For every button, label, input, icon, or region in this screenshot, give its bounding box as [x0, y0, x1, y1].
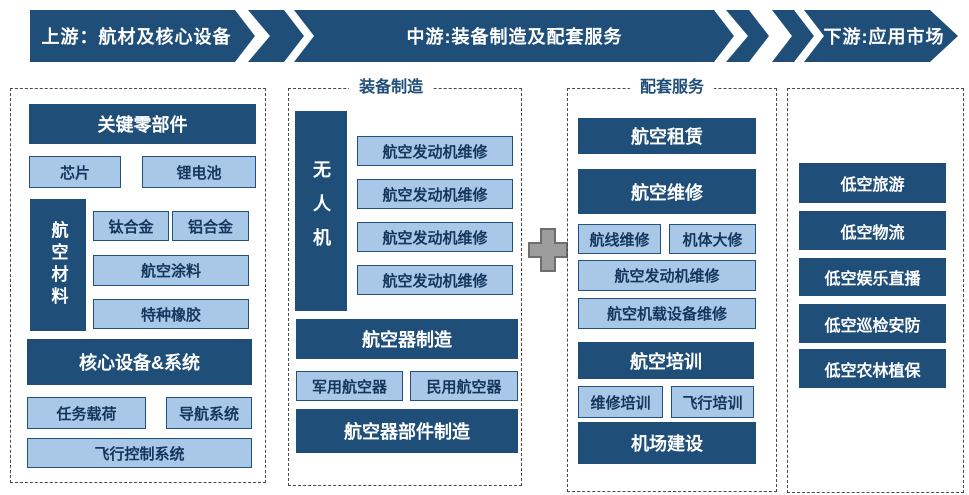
header-midstream-label: 中游:装备制造及配套服务 — [406, 27, 623, 47]
engine-maintenance-box: 航空发动机维修 — [357, 222, 513, 252]
uav-header: 无人机 — [295, 111, 347, 311]
header-downstream-label: 下游:应用市场 — [823, 27, 945, 47]
coating-box: 航空涂料 — [93, 255, 249, 286]
manufacturing-panel-label: 装备制造 — [349, 77, 434, 99]
airborne-equipment-maintenance-box: 航空机载设备维修 — [578, 298, 756, 329]
downstream-panel: 低空旅游 低空物流 低空娱乐直播 低空巡检安防 低空农林植保 — [787, 88, 964, 493]
battery-box: 锂电池 — [142, 156, 256, 188]
rubber-box: 特种橡胶 — [93, 299, 249, 329]
low-altitude-logistics-box: 低空物流 — [799, 211, 946, 250]
payload-box: 任务载荷 — [27, 397, 146, 429]
header-upstream-label: 上游：航材及核心设备 — [41, 27, 232, 47]
upstream-panel: 关键零部件 芯片 锂电池 航空材料 钛合金 铝合金 航空涂料 特种橡胶 核心设备… — [10, 88, 266, 483]
engine-maintenance-box: 航空发动机维修 — [357, 136, 513, 166]
key-parts-header: 关键零部件 — [29, 104, 256, 144]
low-altitude-agriculture-box: 低空农林植保 — [799, 349, 946, 388]
line-maintenance-box: 航线维修 — [578, 224, 661, 254]
header-segment-midstream: 中游:装备制造及配套服务 — [262, 10, 782, 62]
chevron-banner-shape — [262, 10, 769, 62]
plus-icon — [528, 228, 568, 272]
services-panel: 配套服务 航空租赁 航空维修 航线维修 机体大修 航空发动机维修 航空机载设备维… — [567, 77, 777, 492]
aviation-leasing-header: 航空租赁 — [578, 118, 756, 154]
engine-maintenance-box: 航空发动机维修 — [357, 179, 513, 209]
chevron-banner-shape — [772, 10, 958, 62]
chip-box: 芯片 — [29, 156, 121, 188]
nav-system-box: 导航系统 — [166, 397, 252, 429]
low-altitude-tourism-box: 低空旅游 — [799, 163, 946, 203]
aircraft-parts-header: 航空器部件制造 — [296, 409, 518, 453]
aviation-training-header: 航空培训 — [578, 342, 754, 379]
airframe-overhaul-box: 机体大修 — [669, 224, 756, 254]
header-segment-downstream: 下游:应用市场 — [772, 10, 962, 62]
flight-control-box: 飞行控制系统 — [27, 438, 252, 468]
manufacturing-panel: 装备制造 无人机 航空发动机维修 航空发动机维修 航空发动机维修 航空发动机维修… — [288, 77, 522, 486]
military-aircraft-box: 军用航空器 — [296, 371, 403, 401]
aviation-maintenance-header: 航空维修 — [578, 169, 756, 214]
services-panel-label: 配套服务 — [629, 77, 715, 99]
civil-aircraft-box: 民用航空器 — [410, 371, 518, 401]
engine-maintenance-box: 航空发动机维修 — [357, 265, 513, 295]
aircraft-manufacturing-header: 航空器制造 — [296, 319, 518, 359]
low-altitude-inspection-box: 低空巡检安防 — [799, 304, 946, 343]
flight-training-box: 飞行培训 — [671, 386, 754, 418]
engine-maintenance-box: 航空发动机维修 — [578, 260, 756, 291]
aluminum-box: 铝合金 — [172, 211, 249, 241]
airport-construction-header: 机场建设 — [578, 422, 756, 464]
aviation-materials-header: 航空材料 — [30, 199, 86, 331]
core-equipment-header: 核心设备&系统 — [27, 339, 252, 385]
header-segment-upstream: 上游：航材及核心设备 — [30, 10, 293, 62]
maintenance-training-box: 维修培训 — [578, 386, 663, 418]
titanium-box: 钛合金 — [93, 211, 169, 241]
low-altitude-entertainment-box: 低空娱乐直播 — [799, 258, 946, 296]
